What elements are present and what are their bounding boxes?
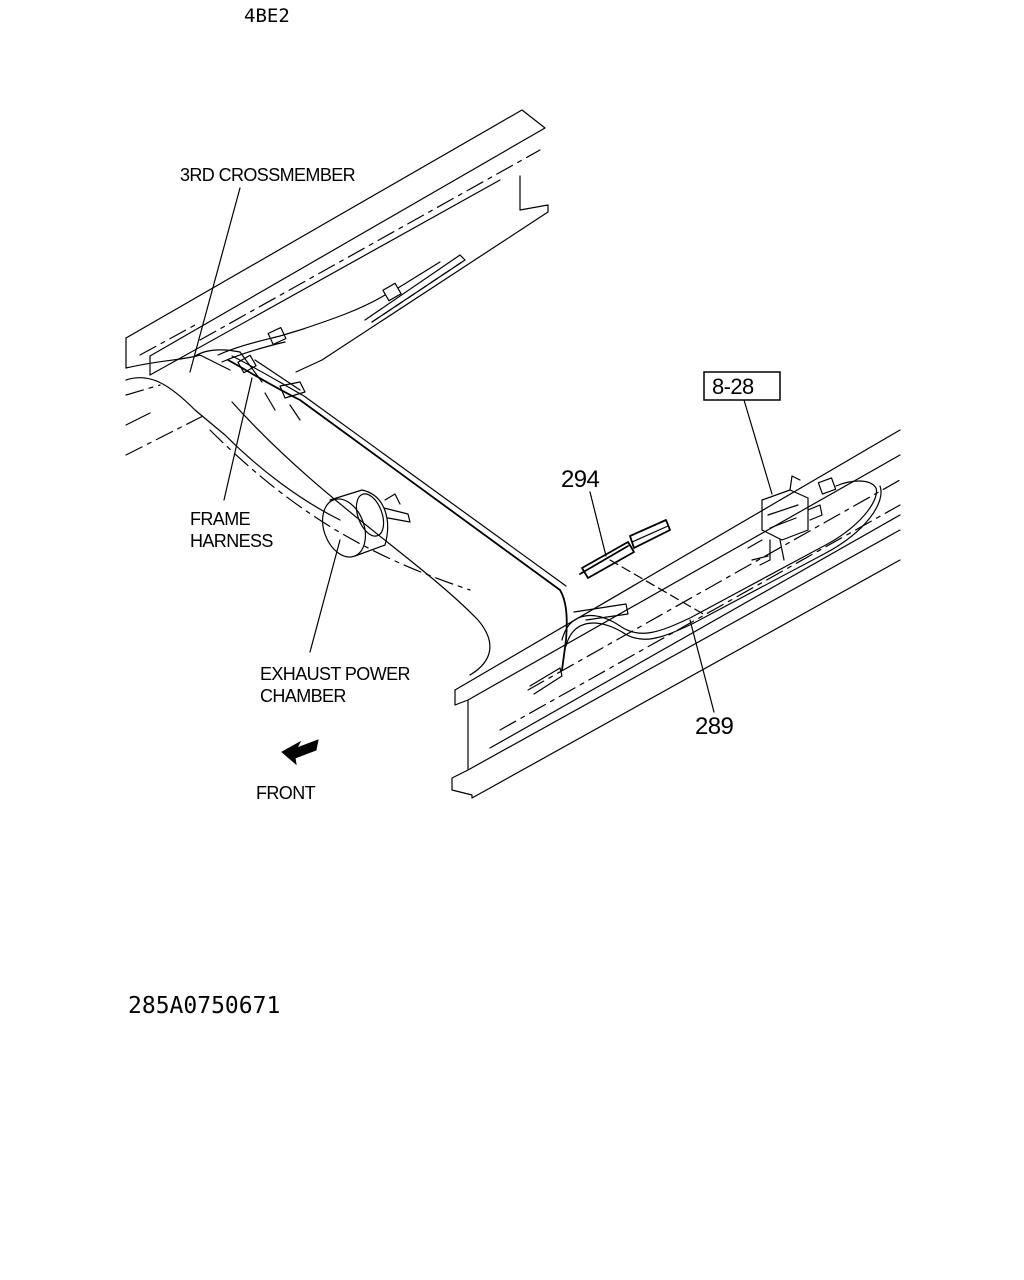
label-front: FRONT — [256, 783, 316, 803]
harness-connectors-upper — [217, 261, 441, 391]
model-code: 4BE2 — [244, 5, 290, 27]
third-crossmember — [125, 349, 491, 676]
rail-cable-289 — [561, 477, 882, 647]
callout-294: 294 — [561, 466, 599, 493]
label-exhaust: EXHAUST POWER — [260, 664, 410, 684]
ref-box-label: 8-28 — [712, 374, 754, 399]
label-crossmember: 3RD CROSSMEMBER — [180, 165, 356, 185]
valve-assembly — [747, 475, 823, 566]
callout-289: 289 — [695, 713, 733, 740]
drawing-number: 285A0750671 — [128, 993, 280, 1019]
exhaust-power-chamber — [321, 489, 411, 558]
label-harness: HARNESS — [190, 531, 273, 551]
lower-frame-rail — [451, 429, 901, 799]
upper-frame-rail — [125, 109, 549, 376]
frame-harness — [227, 355, 568, 671]
leader-lines — [189, 187, 773, 713]
arrow-front-icon — [281, 739, 319, 766]
ref-box-8-28[interactable]: 8-28 — [703, 371, 781, 401]
connector-294 — [579, 519, 671, 579]
label-frame: FRAME — [190, 509, 251, 529]
label-chamber: CHAMBER — [260, 686, 346, 706]
